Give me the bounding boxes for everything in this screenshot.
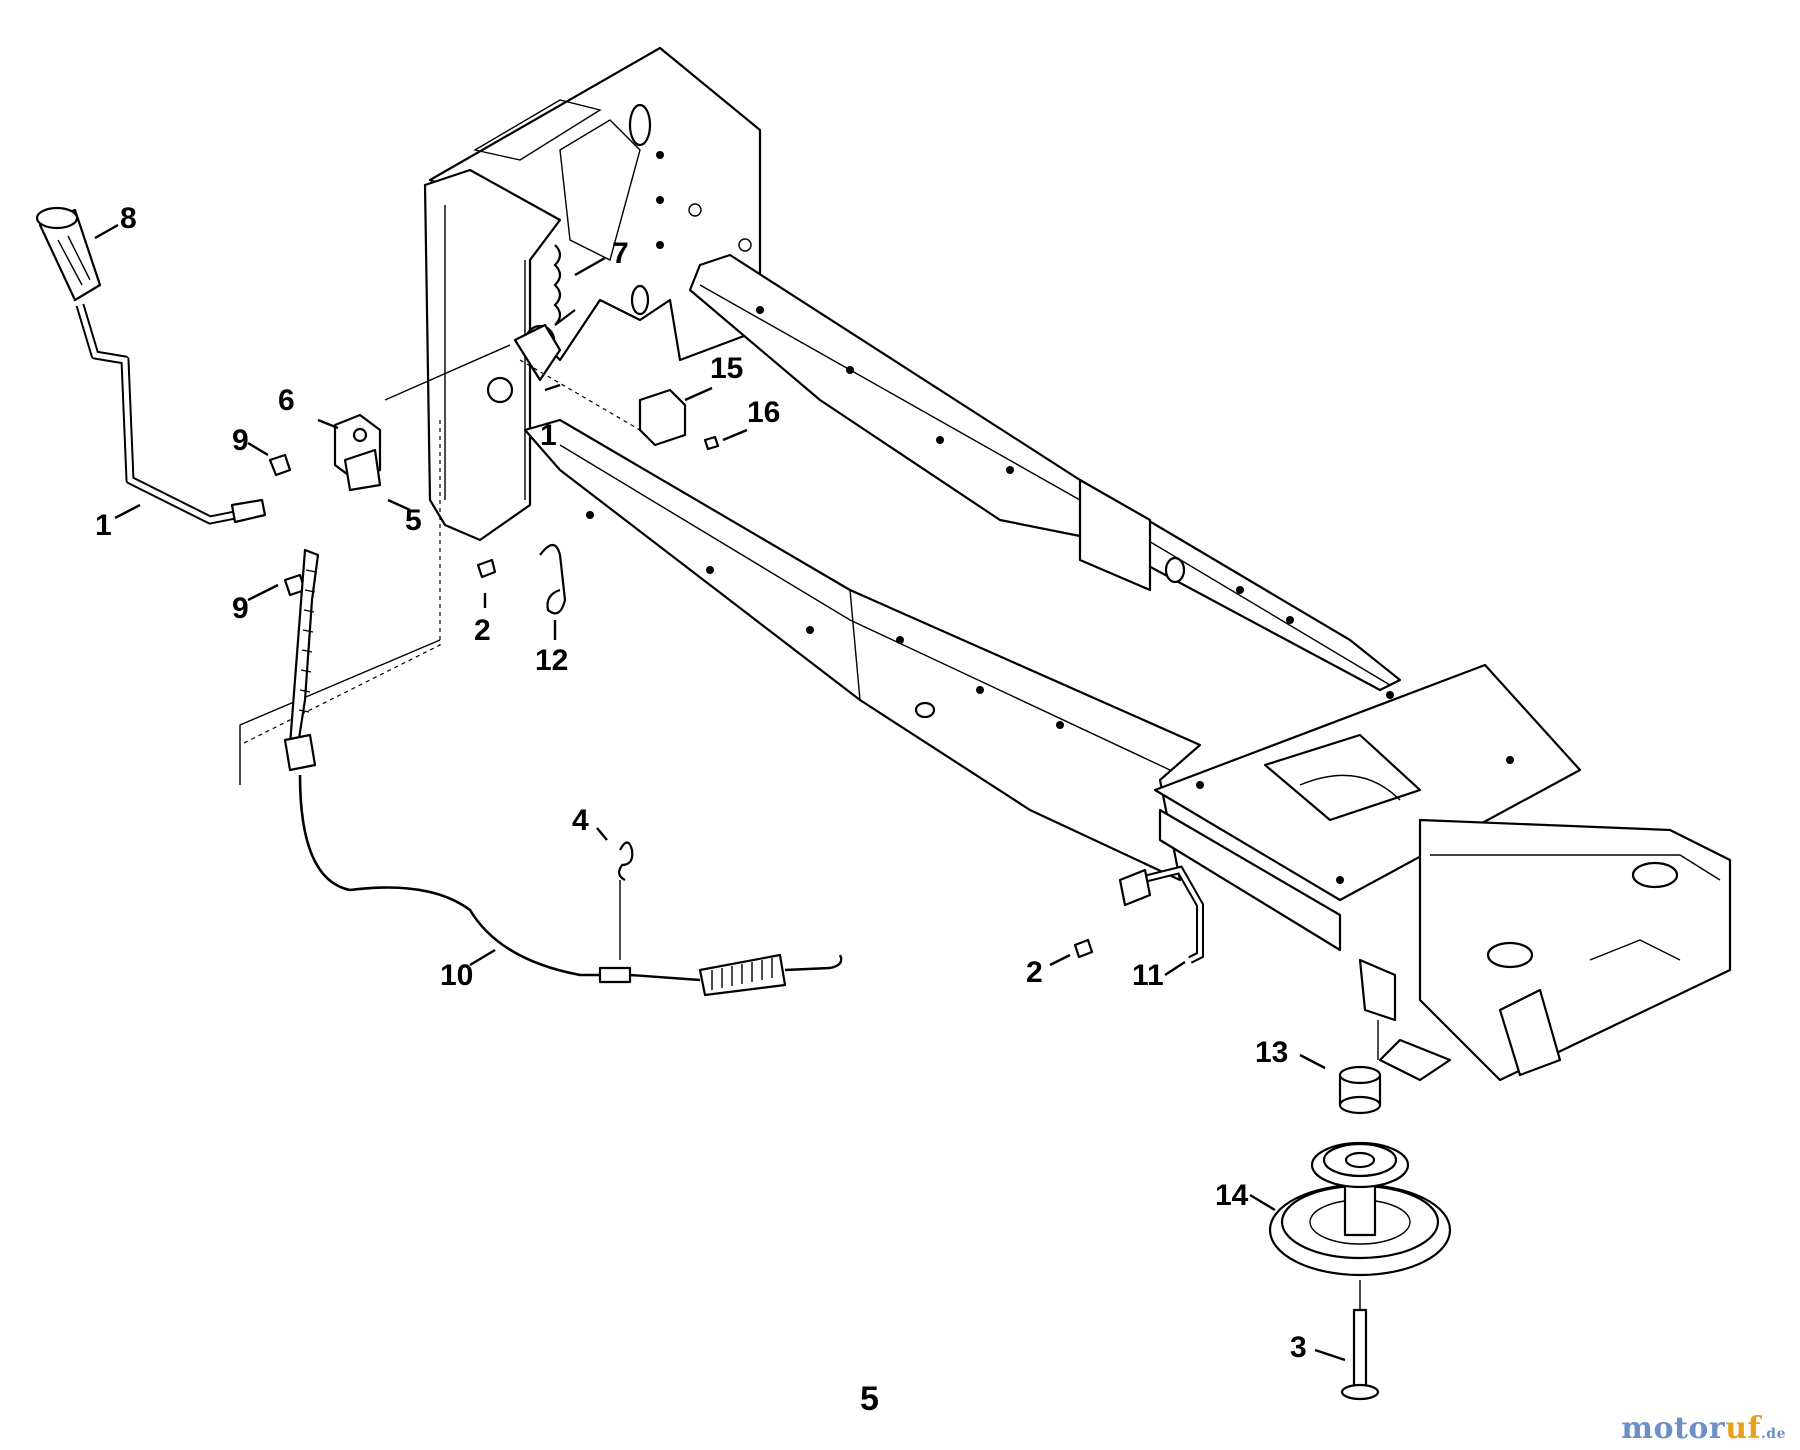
part-13-spacer xyxy=(1338,1065,1382,1115)
page-label: 5 xyxy=(860,1380,879,1418)
callout-4: 4 xyxy=(572,804,589,837)
callout-11: 11 xyxy=(1132,959,1164,992)
callout-14: 14 xyxy=(1215,1179,1249,1212)
callout-1-handle: 1 xyxy=(95,509,112,542)
part-4-clip xyxy=(618,841,634,960)
frame-assembly xyxy=(239,46,1732,1082)
part-10-cable xyxy=(283,548,843,997)
callout-3: 3 xyxy=(1290,1331,1307,1364)
callout-numbers: 8 1 6 9 5 9 7 1 15 16 2 12 4 10 2 11 13 … xyxy=(95,202,1307,1418)
part-8-handle-grip xyxy=(35,206,102,302)
part-9-bolts xyxy=(268,453,307,597)
callout-13: 13 xyxy=(1255,1036,1288,1069)
callout-7: 7 xyxy=(612,237,629,270)
part-12-hook xyxy=(476,543,567,615)
part-15-16-switch xyxy=(638,388,720,451)
watermark-logo: motoruf.de xyxy=(1621,1411,1786,1446)
part-14-pulley xyxy=(1268,1141,1452,1277)
part-11-rod xyxy=(1073,865,1204,964)
callout-15: 15 xyxy=(710,352,743,385)
callout-5: 5 xyxy=(405,504,422,537)
callout-1-frame: 1 xyxy=(540,419,557,452)
watermark-part-c: .de xyxy=(1760,1426,1786,1442)
callout-16: 16 xyxy=(747,396,780,429)
callout-10: 10 xyxy=(440,959,473,992)
callout-2-upper: 2 xyxy=(474,614,491,647)
part-5-6-bracket xyxy=(333,413,382,492)
callout-2-lower: 2 xyxy=(1026,956,1043,989)
callout-12: 12 xyxy=(535,644,568,677)
callout-6: 6 xyxy=(278,384,295,417)
watermark-part-a: motor xyxy=(1621,1411,1726,1446)
part-7-spring xyxy=(553,244,576,326)
callout-8: 8 xyxy=(120,202,137,235)
part-3-bolt xyxy=(1340,1280,1380,1401)
callout-9-lower: 9 xyxy=(232,592,249,625)
part-1-lift-handle xyxy=(75,303,267,525)
callout-9-upper: 9 xyxy=(232,424,249,457)
leader-lines xyxy=(94,223,1346,1362)
watermark-part-b: uf xyxy=(1725,1411,1761,1446)
